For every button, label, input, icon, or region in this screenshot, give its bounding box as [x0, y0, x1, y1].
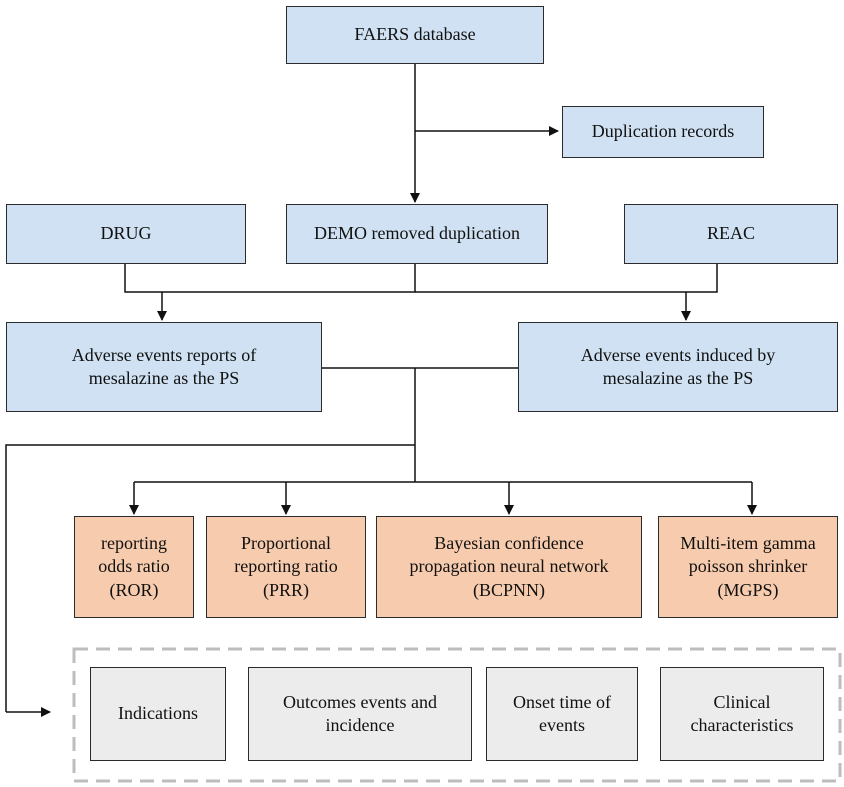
merge-line-left	[124, 264, 416, 293]
ae-reports-node: Adverse events reports of mesalazine as …	[6, 322, 322, 412]
ae-induced-label: Adverse events induced by mesalazine as …	[580, 344, 776, 388]
onset-time-label: Onset time of events	[513, 691, 611, 735]
reac-node: REAC	[624, 204, 838, 264]
merge-line-right	[415, 264, 718, 293]
indications-label: Indications	[118, 703, 198, 724]
ror-method-node: reporting odds ratio (ROR)	[74, 516, 194, 618]
clinical-characteristics-node: Clinical characteristics	[660, 667, 824, 761]
demo-node: DEMO removed duplication	[286, 204, 548, 264]
ae-induced-node: Adverse events induced by mesalazine as …	[518, 322, 838, 412]
duplication-records-label: Duplication records	[591, 121, 735, 142]
onset-time-node: Onset time of events	[486, 667, 638, 761]
descriptive-analysis-group	[72, 647, 842, 783]
mgps-method-node: Multi-item gamma poisson shrinker (MGPS)	[658, 516, 838, 618]
clinical-characteristics-label: Clinical characteristics	[690, 691, 794, 735]
bcpnn-label: Bayesian confidence propagation neural n…	[409, 532, 609, 600]
prr-label: Proportional reporting ratio (PRR)	[234, 532, 338, 600]
indications-node: Indications	[90, 667, 226, 761]
ae-reports-label: Adverse events reports of mesalazine as …	[71, 344, 257, 388]
faers-database-label: FAERS database	[354, 24, 476, 45]
prr-method-node: Proportional reporting ratio (PRR)	[206, 516, 366, 618]
drug-label: DRUG	[100, 223, 152, 244]
outcomes-label: Outcomes events and incidence	[283, 691, 437, 735]
mgps-label: Multi-item gamma poisson shrinker (MGPS)	[680, 532, 816, 600]
faers-database-node: FAERS database	[286, 6, 544, 64]
outcomes-node: Outcomes events and incidence	[248, 667, 472, 761]
loop-line-left	[5, 444, 415, 712]
reac-label: REAC	[706, 223, 755, 244]
demo-label: DEMO removed duplication	[314, 223, 520, 244]
bcpnn-method-node: Bayesian confidence propagation neural n…	[376, 516, 642, 618]
drug-node: DRUG	[6, 204, 246, 264]
duplication-records-node: Duplication records	[562, 106, 764, 158]
ror-label: reporting odds ratio (ROR)	[98, 532, 170, 600]
